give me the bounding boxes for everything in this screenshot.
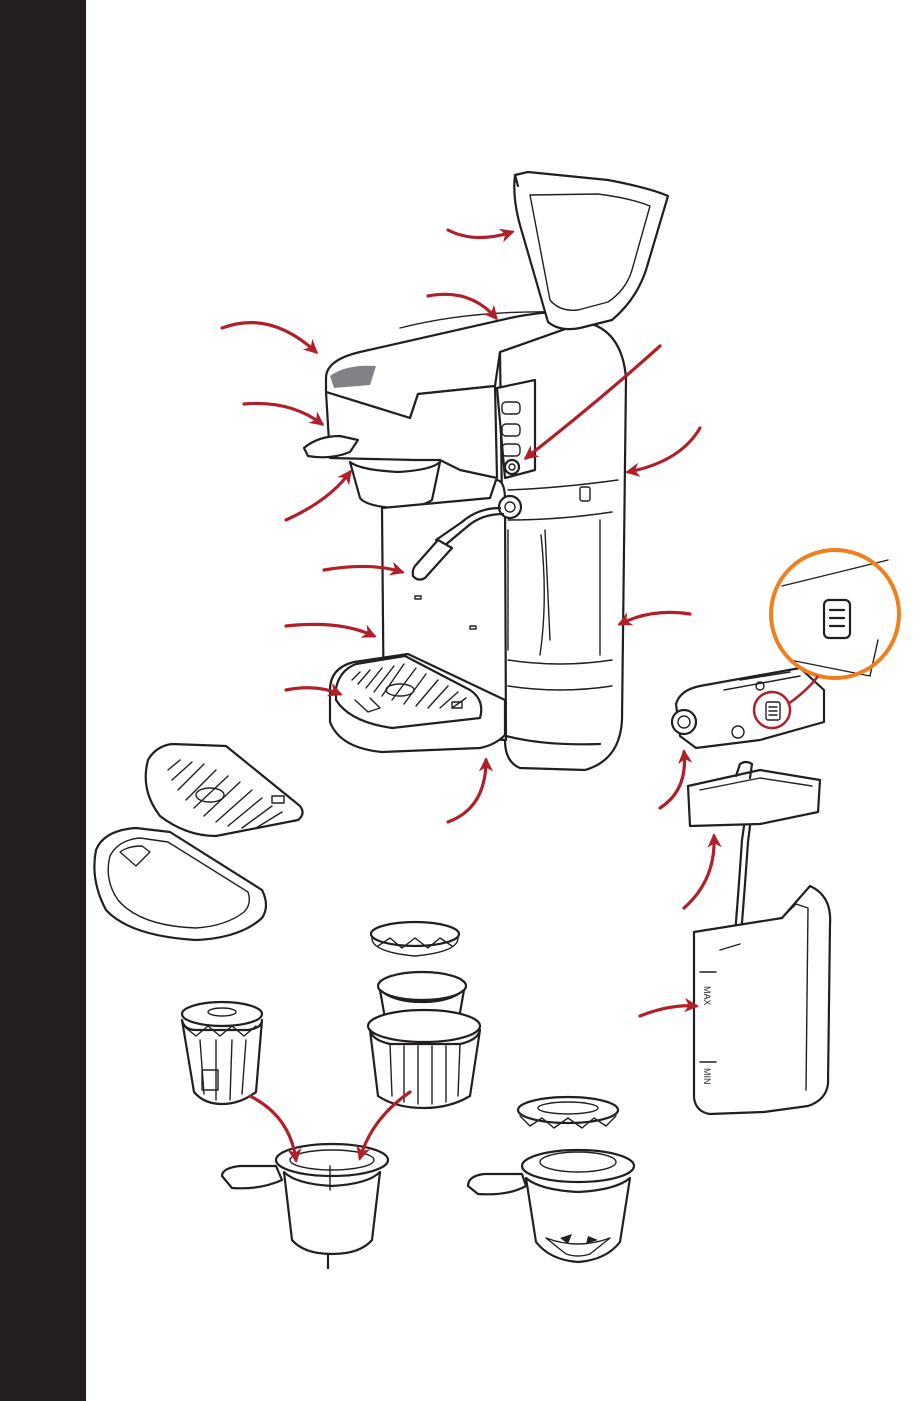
- min-fill-mark: MIN: [702, 1068, 712, 1085]
- curved-arrow-icon: [660, 752, 685, 808]
- curved-arrow-icon: [448, 760, 486, 822]
- pod-adapter: [368, 972, 480, 1108]
- reusable-filter-basket: [182, 1002, 262, 1104]
- curved-arrow-icon: [286, 624, 374, 636]
- max-fill-mark: MAX: [702, 986, 712, 1006]
- water-reservoir: MAX MIN: [694, 886, 830, 1114]
- lid: [514, 172, 668, 329]
- curved-arrow-icon: [448, 230, 512, 238]
- brew-cup-assembled: [222, 1144, 388, 1268]
- mesh-filter-lid: [518, 1097, 618, 1128]
- curved-arrow-icon: [640, 1006, 696, 1016]
- drip-tray-base: [94, 828, 266, 940]
- curved-arrow-icon: [222, 323, 316, 352]
- curved-arrow-icon: [286, 472, 350, 520]
- curved-arrow-icon: [244, 403, 322, 424]
- pod-adapter-lid: [371, 922, 459, 956]
- coffee-maker-body: [304, 312, 626, 770]
- filter-housing: [672, 668, 824, 748]
- drip-tray-grate: [146, 744, 303, 836]
- curved-arrow-icon: [684, 836, 714, 908]
- curved-arrow-icon: [628, 428, 700, 472]
- mesh-filter-cup: [468, 1150, 634, 1262]
- curved-arrow-icon: [620, 612, 690, 624]
